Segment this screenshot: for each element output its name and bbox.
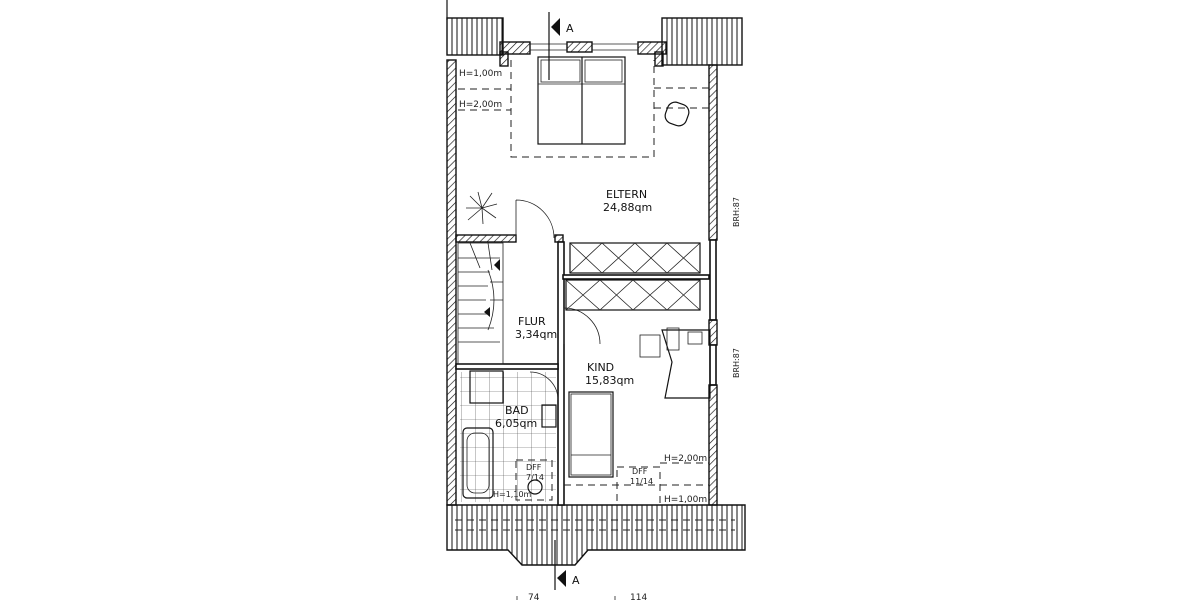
door-eltern[interactable] <box>515 199 555 239</box>
armchair <box>664 101 690 127</box>
window-sill-label: BRH:87 <box>732 348 741 378</box>
skylight-label: DFF <box>632 467 648 476</box>
washbasin <box>541 404 557 428</box>
interior-walls <box>455 234 710 506</box>
roof-top-left <box>446 17 504 56</box>
section-label: A <box>566 22 574 35</box>
room-area-bad: 6,05qm <box>495 417 537 430</box>
skylight-size: 11/14 <box>630 477 653 486</box>
skylight-size: 7/14 <box>526 473 544 482</box>
dimension-label: 74 <box>528 593 540 600</box>
room-name-kind: KIND <box>587 361 614 374</box>
height-label: H=1,00m <box>664 495 707 505</box>
right-wall-lower <box>708 384 718 506</box>
room-name-flur: FLUR <box>518 315 546 328</box>
double-bed <box>537 56 626 145</box>
staircase <box>457 242 504 365</box>
wardrobe-kind <box>565 279 701 311</box>
section-marker-bottom: A <box>554 540 580 590</box>
top-wall <box>499 41 667 67</box>
desk <box>639 327 711 399</box>
roof-bottom <box>446 504 746 566</box>
height-label: H=2,00m <box>664 454 707 464</box>
skylight-label: DFF <box>526 463 542 472</box>
plant-icon <box>466 191 498 225</box>
left-wall <box>446 59 457 506</box>
bathroom <box>460 370 557 502</box>
right-wall-upper <box>708 64 718 241</box>
window-sill-label: BRH:87 <box>732 197 741 227</box>
shower <box>469 370 504 404</box>
room-area-eltern: 24,88qm <box>603 201 652 214</box>
room-area-flur: 3,34qm <box>515 328 557 341</box>
height-label: H=1,10m <box>493 490 532 499</box>
door-kind[interactable] <box>563 307 601 345</box>
height-label: H=1,00m <box>459 69 502 79</box>
kid-bed <box>568 391 614 478</box>
height-label: H=2,00m <box>459 100 502 110</box>
section-marker-top: A <box>548 12 574 80</box>
dff-area <box>616 466 661 505</box>
window-kind <box>709 344 717 386</box>
room-name-bad: BAD <box>505 404 529 417</box>
bathtub <box>462 427 494 499</box>
room-area-kind: 15,83qm <box>585 374 634 387</box>
window-eltern <box>709 239 717 321</box>
wardrobe-eltern <box>569 242 701 274</box>
section-label: A <box>572 574 580 587</box>
dimension-label: 114 <box>630 593 647 600</box>
roof-top-right <box>661 17 743 66</box>
toilet <box>527 479 543 495</box>
room-name-eltern: ELTERN <box>606 188 647 201</box>
